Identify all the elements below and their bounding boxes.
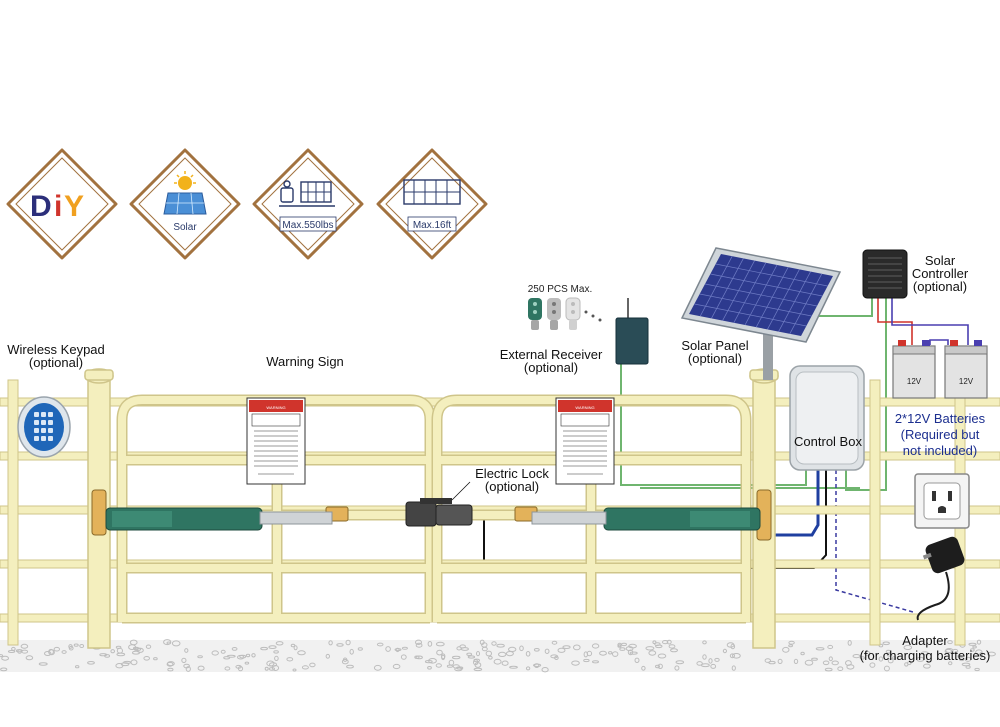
batteries-required-label: (Required but [901, 427, 980, 442]
right-actuator-wire [772, 470, 820, 537]
solar-panel [680, 247, 842, 380]
adapter-charging-label: (for charging batteries) [860, 648, 991, 663]
remote-3 [565, 297, 581, 330]
remotes-max-label: 250 PCS Max. [528, 284, 592, 295]
batteries-label: 2*12V Batteries [895, 411, 986, 426]
warning-sign-left-header: WARNING [266, 405, 285, 410]
electric-lock-label: Electric Lock [475, 466, 549, 481]
diy-y-letter: Y [64, 190, 84, 223]
warning-sign-left: WARNING [246, 397, 306, 485]
keypad-label: Wireless Keypad [7, 342, 105, 357]
solar-badge: Solar [129, 148, 241, 260]
ground-gravel [0, 639, 1000, 673]
remote-1 [528, 298, 542, 330]
keypad-optional-label: (optional) [29, 355, 83, 370]
diy-i-letter: i [54, 190, 62, 223]
left-actuator [105, 507, 333, 531]
warning-sign-right: WARNING [555, 397, 615, 485]
adapter-wire [835, 470, 914, 613]
solar-panel-icon [163, 192, 207, 215]
callout-lines [451, 481, 471, 501]
solar-panel-label: Solar Panel [681, 338, 748, 353]
controller-box-wire [845, 296, 887, 491]
gate-icon [300, 181, 332, 203]
warning-sign-right-header: WARNING [575, 405, 594, 410]
sun-icon [174, 171, 196, 190]
receiver-label: External Receiver [500, 347, 603, 362]
controller-label-1: Solar [925, 253, 956, 268]
wall-outlet [914, 473, 970, 529]
battery-2-label: 12V [959, 377, 974, 386]
battery-1: 12V [892, 340, 936, 399]
receiver-optional-label: (optional) [524, 360, 578, 375]
battery-1-label: 12V [907, 377, 922, 386]
weight-icon [280, 180, 294, 203]
battery-2: 12V [944, 340, 988, 399]
batteries-not-included-label: not included) [903, 443, 977, 458]
electric-lock [405, 498, 473, 527]
warning-sign-label: Warning Sign [266, 354, 344, 369]
length-badge-label: Max.16ft [413, 220, 452, 231]
right-actuator [531, 507, 761, 531]
weight-badge-label: Max.550lbs [282, 220, 333, 231]
diy-badge: D i Y [6, 148, 118, 260]
diy-d-letter: D [30, 190, 52, 223]
solar-controller [862, 249, 908, 299]
battery-purple-wire [891, 296, 969, 345]
left-hinge-bracket [91, 489, 107, 536]
external-receiver [615, 298, 649, 365]
feature-badges: D i Y Solar [6, 148, 488, 260]
adapter-label: Adapter [902, 633, 948, 648]
weight-badge: Max.550lbs [252, 148, 364, 260]
control-box-label: Control Box [794, 434, 862, 449]
length-badge: Max.16ft [376, 148, 488, 260]
wide-gate-icon [403, 179, 461, 205]
battery-link-wire [929, 339, 949, 345]
receiver-wire [620, 338, 807, 486]
power-adapter [916, 536, 965, 621]
electric-lock-optional-label: (optional) [485, 479, 539, 494]
remote-2 [547, 298, 561, 330]
labels: Wireless Keypad (optional) Warning Sign … [7, 253, 990, 663]
controller-optional-label: (optional) [913, 279, 967, 294]
remote-controls [528, 297, 602, 330]
battery-red-wire [877, 296, 913, 345]
control-box [789, 365, 865, 471]
wireless-keypad [17, 396, 71, 458]
solar-panel-optional-label: (optional) [688, 351, 742, 366]
controller-label-2: Controller [912, 266, 969, 281]
solar-badge-label: Solar [173, 222, 197, 233]
